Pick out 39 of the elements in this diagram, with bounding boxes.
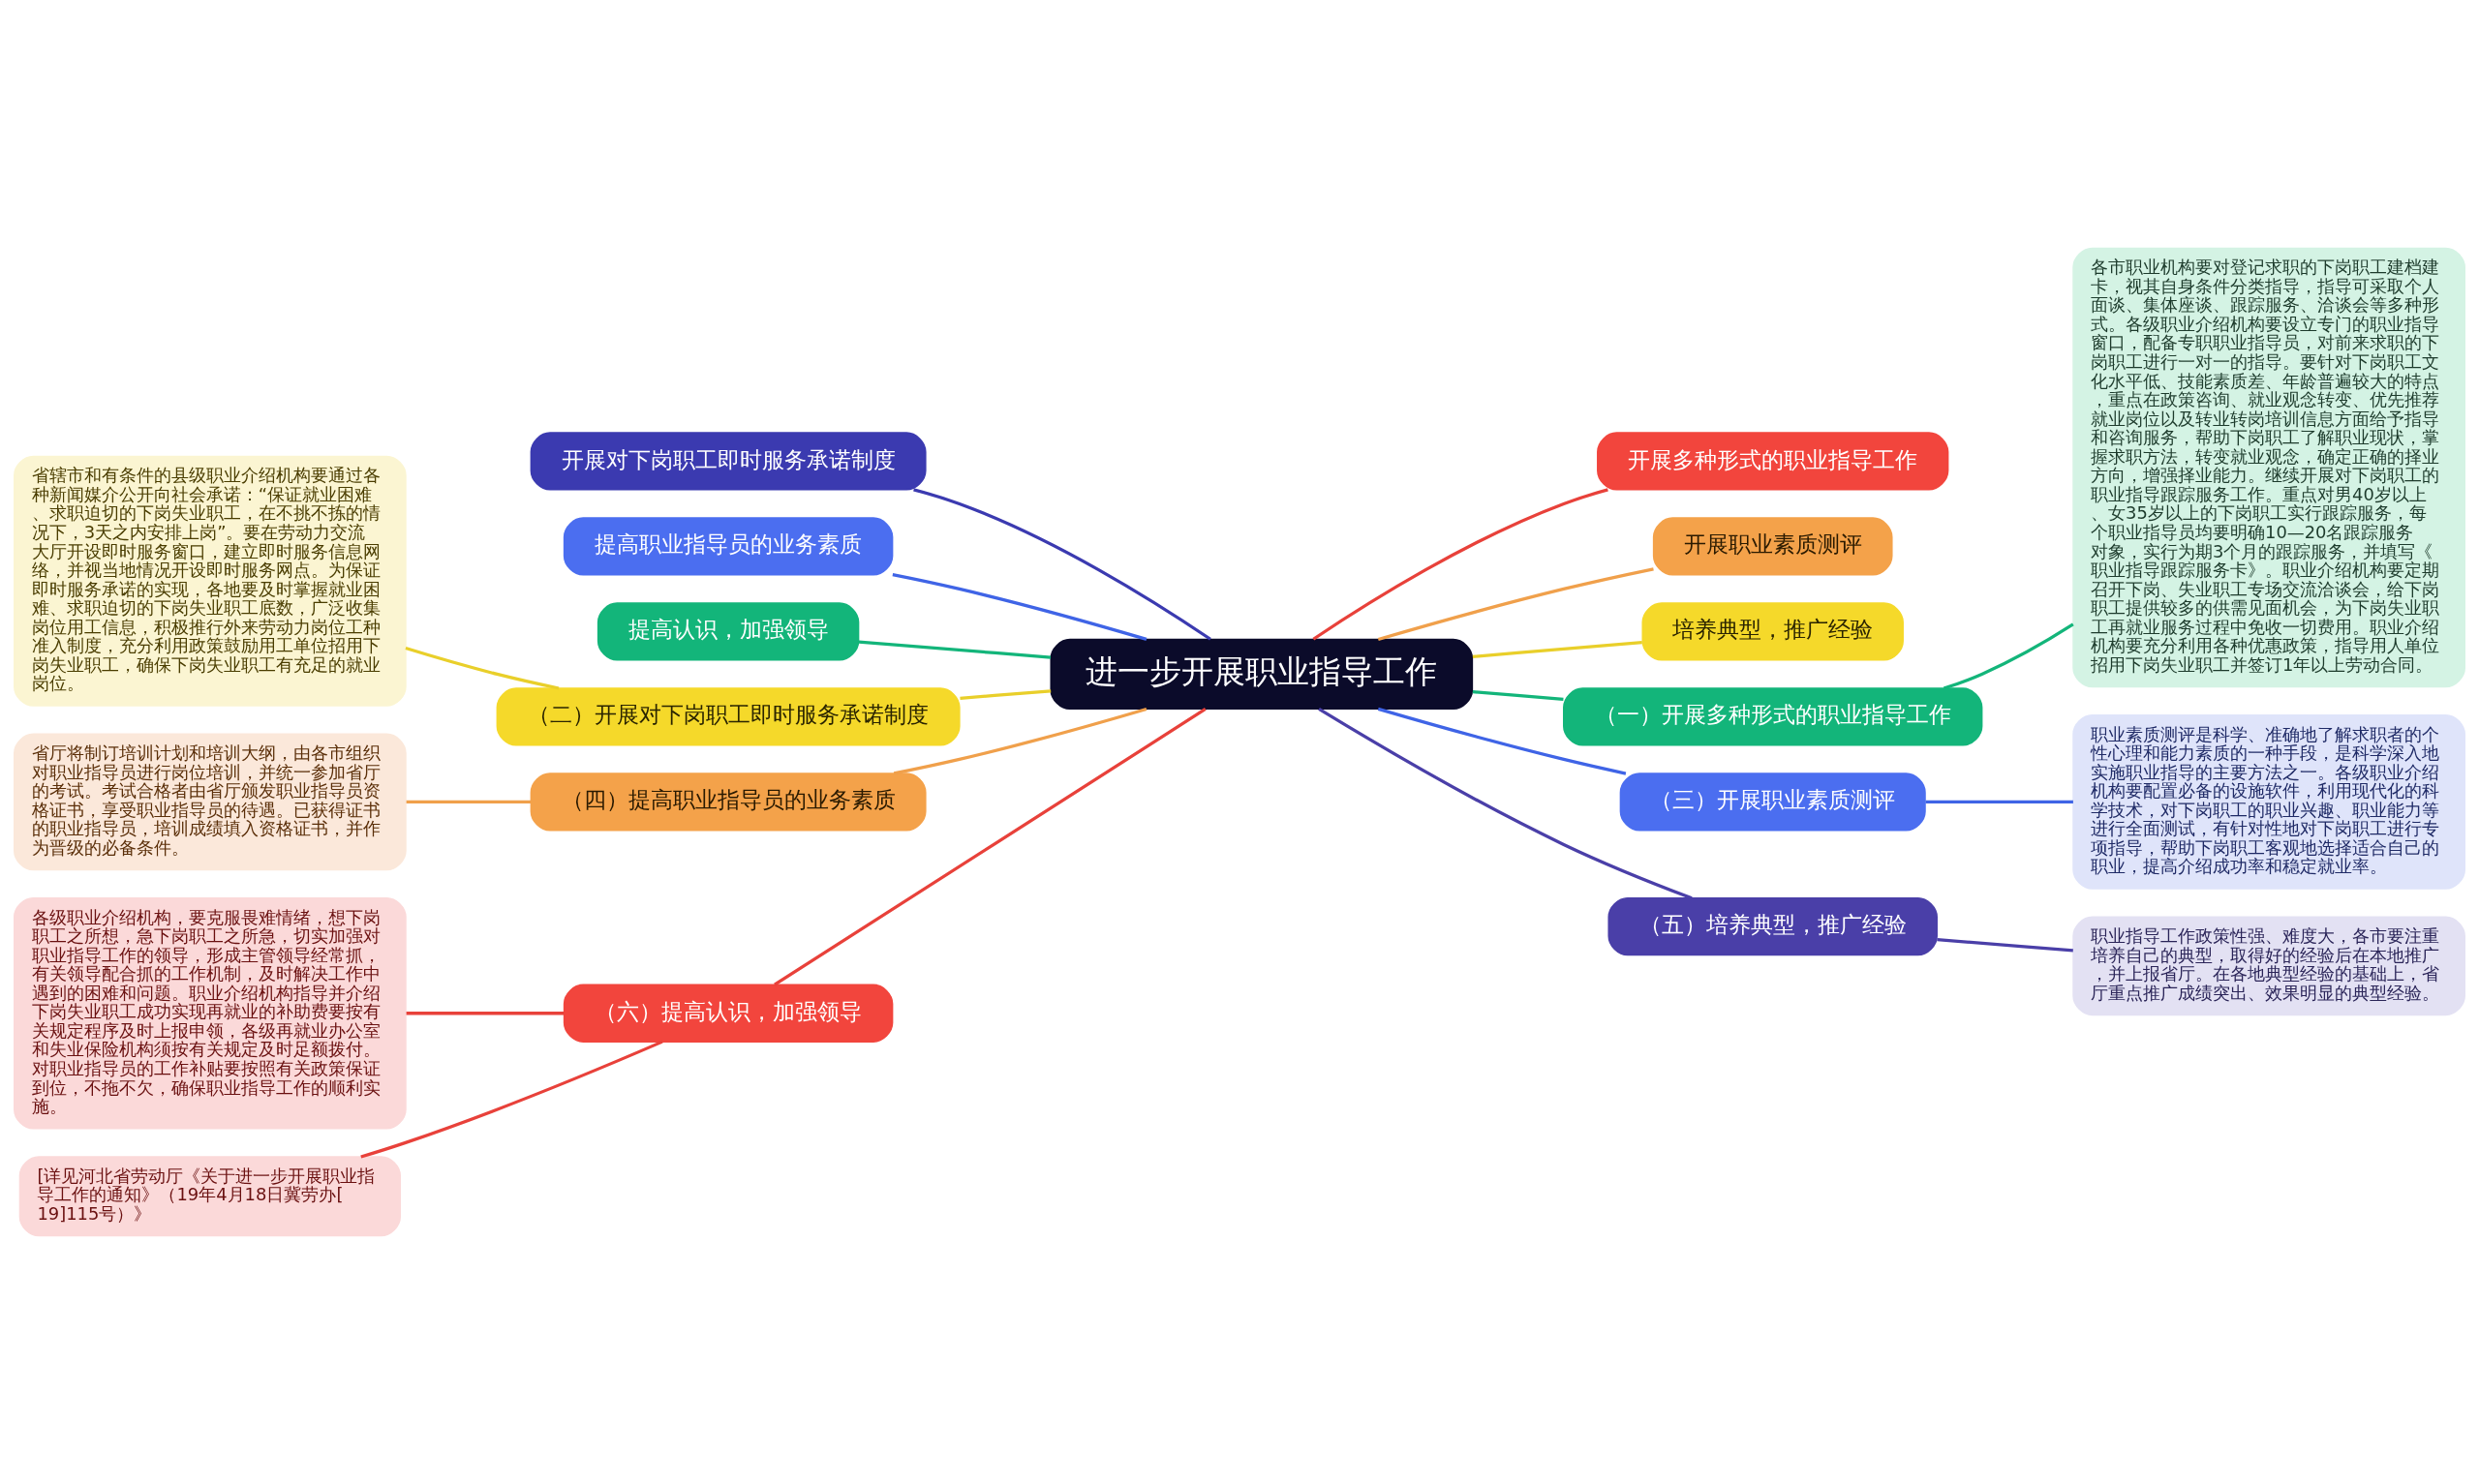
node-box: 进一步开展职业指导工作 [1050,638,1474,711]
node-box: 开展职业素质测评 [1652,517,1893,576]
connector [774,708,1207,986]
node-box: 各市职业机构要对登记求职的下岗职工建档建卡，视其自身条件分类指导，指导可采取个人面谈、集体座谈、跟踪服务、洽谈会等多种形式。各级职业介绍机构要设立专门的职业指导窗口，配备专职职业指导员，对前来求职的下岗职工进行一对一的指导。要针对下岗职工文化水平低、技能素质差、年龄普遍较大的特点，重点在政策咨询、就业观念转变、优先推荐就业岗位以及转业转岗培训信息方面给予指导和咨询服务，帮助下岗职工了解职业现状，掌握求职方法，转变就业观念，确定正确的择业方向，增强择业能力。继续开展对下岗职工的职业指导跟踪服务工作。重点对男40岁以上、女35岁以上的下岗职工实行跟踪服务，每个职业指导员均要明确10—20名跟踪服务对象，实行为期3个月的跟踪服务，并填写《职业指导跟踪服务卡》。职业介绍机构要定期召开下岗、失业职工专场交流洽谈会，给下岗职工提供较多的供需见面机会，为下岗失业职工再就业服务过程中免收一切费用。职业介绍机构要充分利用各种优惠政策，指导用人单位招用下岗失业职工并签订1年以上劳动合同。 [2072,247,2465,688]
connector [892,573,1148,641]
node-box: （六）提高认识，加强领导 [563,984,894,1043]
node-box: （一）开展多种形式的职业指导工作 [1563,687,1983,746]
connector [1472,689,1564,702]
connector [858,640,1052,659]
connector [913,488,1211,641]
connector [1377,707,1627,775]
node-box: 提高职业指导员的业务素质 [563,517,894,576]
connector [960,689,1052,700]
node-box: 开展多种形式的职业指导工作 [1597,432,1949,491]
node-box: 职业指导工作政策性强、难度大，各市要注重培养自己的典型，取得好的经验后在本地推广，并上报省厅。在各地典型经验的基础上，省厅重点推广成绩突出、效果明显的典型经验。 [2072,916,2465,1016]
connector [1937,937,2073,953]
connector [405,647,560,690]
node-box: 提高认识，加强领导 [597,602,860,661]
node-box: （二）开展对下岗职工即时服务承诺制度 [496,687,961,746]
node-box: 职业素质测评是科学、准确地了解求职者的个性心理和能力素质的一种手段，是科学深入地实施职业指导的主要方法之一。各级职业介绍机构要配置必备的设施软件，利用现代化的科学技术，对下岗职工的职业兴趣、职业能力等进行全面测试，有针对性地对下岗职工进行专项指导，帮助下岗职工客观地选择适合自己的职业，提高介绍成功率和稳定就业率。 [2072,714,2465,890]
connector [893,707,1148,775]
connector [1943,622,2074,690]
node-box: 开展对下岗职工即时服务承诺制度 [530,432,927,491]
node-box: （三）开展职业素质测评 [1619,772,1926,832]
connector [406,800,532,804]
node-box: 省辖市和有条件的县级职业介绍机构要通过各种新闻媒介公开向社会承诺：“保证就业困难、求职迫切的下岗失业职工，在不挑不拣的情况下，3天之内安排上岗”。要在劳动力交流大厅开设即时服务窗口，建立即时服务信息网络，并视当地情况开设即时服务网点。为保证即时服务承诺的实现，各地要及时掌握就业困难、求职迫切的下岗失业职工底数，广泛收集岗位用工信息，积极推行外来劳动力岗位工种准入制度，充分利用政策鼓励用工单位招用下岗失业职工，确保下岗失业职工有充足的就业岗位。 [14,455,407,707]
node-box: 各级职业介绍机构，要克服畏难情绪，想下岗职工之所想，急下岗职工之所急，切实加强对职业指导工作的领导，形成主管领导经常抓，有关领导配合抓的工作机制，及时解决工作中遇到的困难和问题。职业介绍机构指导并介绍下岗失业职工成功实现再就业的补助费要按有关规定程序及时上报申领，各级再就业办公室和失业保险机构须按有关规定及时足额拨付。对职业指导员的工作补贴要按照有关政策保证到位，不拖不欠，确保职业指导工作的顺利实施。 [14,897,407,1130]
connector [406,1012,565,1015]
connector [1377,567,1654,642]
node-box: （五）培养典型，推广经验 [1607,897,1938,956]
connector [360,1040,663,1159]
node-box: [详见河北省劳动厅《关于进一步开展职业指导工作的通知》（19年4月18日冀劳办[19]115号）》 [18,1156,401,1237]
node-box: 培养典型，推广经验 [1641,602,1904,661]
connector [1472,641,1642,658]
connector [1925,800,2073,804]
connector [1312,488,1608,641]
node-box: 省厅将制订培训计划和培训大纲，由各市组织对职业指导员进行岗位培训，并统一参加省厅的考试。考试合格者由省厅颁发职业指导员资格证书，享受职业指导员的待遇。已获得证书的职业指导员，培训成绩填入资格证书，并作为晋级的必备条件。 [14,733,407,871]
connector [1318,707,1693,900]
node-box: （四）提高职业指导员的业务素质 [530,772,927,832]
